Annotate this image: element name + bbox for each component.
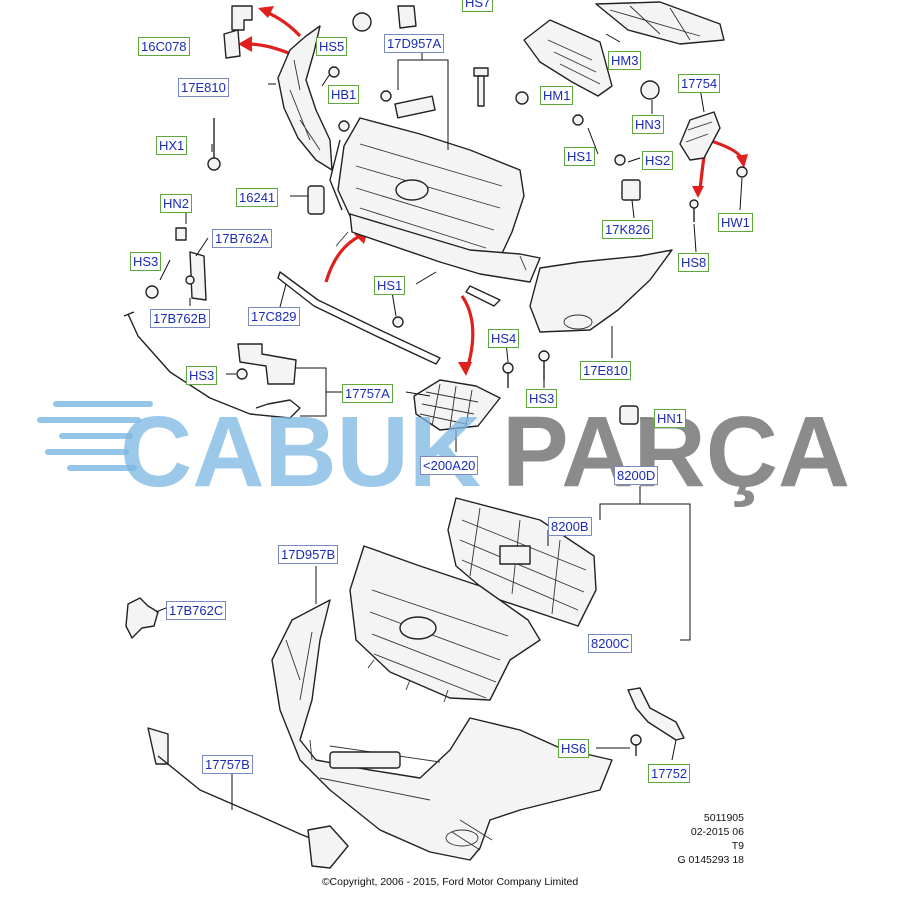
fastener-hs1	[392, 316, 404, 328]
label-hn2[interactable]: HN2	[160, 194, 193, 213]
reference-line-4: G 0145293 18	[677, 854, 744, 866]
label-8200d[interactable]: 8200D	[614, 466, 659, 485]
label-8200c[interactable]: 8200C	[588, 634, 633, 653]
label-hs8[interactable]: HS8	[678, 253, 710, 272]
label-17d957a[interactable]: 17D957A	[384, 34, 445, 53]
label-17b762c[interactable]: 17B762C	[166, 601, 227, 620]
label-hw1[interactable]: HW1	[718, 213, 753, 232]
label-hn1[interactable]: HN1	[654, 409, 687, 428]
label-hs3-left[interactable]: HS3	[130, 252, 162, 271]
bracket-17757a	[236, 343, 501, 431]
label-17d957b[interactable]: 17D957B	[278, 545, 339, 564]
diagram-reference: 5011905 02-2015 06 T9 G 0145293 18	[677, 811, 744, 867]
label-17754[interactable]: 17754	[678, 74, 721, 93]
label-17e810-right[interactable]: 17E810	[580, 361, 631, 380]
reference-line-2: 02-2015 06	[690, 826, 744, 838]
label-hm1[interactable]: HM1	[540, 86, 574, 105]
bracket-17752	[627, 687, 685, 756]
label-8200b[interactable]: 8200B	[548, 517, 592, 536]
rod-left	[127, 313, 301, 419]
label-hm3[interactable]: HM3	[608, 51, 642, 70]
tube-17757b	[147, 727, 349, 869]
label-hs2[interactable]: HS2	[642, 151, 674, 170]
label-16241[interactable]: 16241	[236, 188, 279, 207]
label-hn3[interactable]: HN3	[632, 115, 665, 134]
label-17757a[interactable]: 17757A	[342, 384, 393, 403]
label-hs5[interactable]: HS5	[316, 37, 348, 56]
reference-line-1: 5011905	[703, 812, 744, 824]
label-hs4[interactable]: HS4	[488, 329, 520, 348]
right-grille-parts	[515, 1, 748, 222]
label-hs1-mid[interactable]: HS1	[374, 276, 406, 295]
label-17b762a[interactable]: 17B762A	[212, 229, 272, 248]
side-bracket-left	[277, 25, 333, 171]
label-17e810-top[interactable]: 17E810	[178, 78, 229, 97]
nut-hn1	[619, 405, 639, 425]
label-17k826[interactable]: 17K826	[602, 220, 653, 239]
label-hs6[interactable]: HS6	[558, 739, 590, 758]
label-17757b[interactable]: 17757B	[202, 755, 253, 774]
label-hs3-mid[interactable]: HS3	[186, 366, 218, 385]
front-bumper	[271, 599, 613, 861]
label-hb1[interactable]: HB1	[328, 85, 360, 104]
label-17752[interactable]: 17752	[648, 764, 691, 783]
leader-lines	[155, 33, 743, 810]
label-17b762b[interactable]: 17B762B	[150, 309, 210, 328]
label-200a20[interactable]: <200A20	[420, 456, 479, 475]
bracket-17b762a	[145, 227, 207, 301]
fastener-hx1	[207, 118, 221, 171]
copyright-notice: ©Copyright, 2006 - 2015, Ford Motor Comp…	[321, 876, 579, 888]
bumper-end-cap	[529, 249, 673, 333]
label-hx1[interactable]: HX1	[156, 136, 188, 155]
label-16c078[interactable]: 16C078	[138, 37, 190, 56]
strip-17c829	[277, 271, 441, 365]
label-hs7[interactable]: HS7	[462, 0, 494, 12]
label-hs3-center[interactable]: HS3	[526, 389, 558, 408]
upper-grille	[329, 117, 541, 307]
bracket-16241	[307, 185, 325, 215]
reference-line-3: T9	[731, 840, 744, 852]
clips-top	[223, 5, 489, 132]
bracket-17b762c	[125, 597, 159, 639]
lower-grille-c	[349, 545, 541, 703]
label-hs1-right[interactable]: HS1	[564, 147, 596, 166]
studs-center	[502, 350, 550, 388]
label-17c829[interactable]: 17C829	[248, 307, 300, 326]
